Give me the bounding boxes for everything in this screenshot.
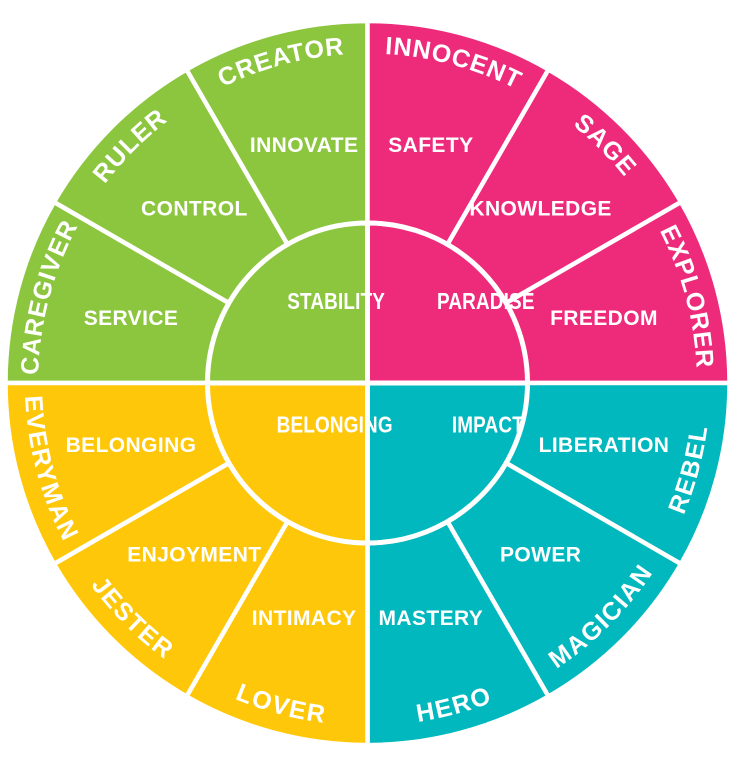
value-label-safety: SAFETY [388, 134, 473, 157]
value-label-liberation: LIBERATION [539, 434, 670, 457]
core-label-paradise: PARADISE [437, 289, 535, 314]
value-label-mastery: MASTERY [379, 607, 484, 630]
core-label-layer: STABILITY PARADISE IMPACT BELONGING [277, 289, 535, 438]
wheel-core-impact[interactable] [365, 380, 530, 546]
core-label-stability: STABILITY [287, 289, 385, 314]
value-label-freedom: FREEDOM [550, 307, 658, 330]
wheel-core-stability[interactable] [205, 220, 370, 386]
value-label-innovate: INNOVATE [250, 134, 359, 157]
sector-layer [3, 18, 732, 748]
core-label-belonging: BELONGING [277, 413, 393, 438]
value-label-belonging: BELONGING [66, 434, 197, 457]
value-label-power: POWER [500, 544, 581, 567]
value-label-knowledge: KNOWLEDGE [469, 197, 611, 220]
core-label-impact: IMPACT [452, 413, 524, 438]
value-label-control: CONTROL [141, 197, 248, 220]
core-layer [205, 220, 530, 546]
value-label-layer: SERVICE CONTROL INNOVATE SAFETY KNOWLEDGE FRE… [66, 134, 670, 630]
wheel-core-belonging[interactable] [205, 380, 370, 546]
value-label-enjoyment: ENJOYMENT [127, 544, 261, 567]
value-label-service: SERVICE [84, 307, 179, 330]
value-label-intimacy: INTIMACY [252, 607, 357, 630]
wheel-core-paradise[interactable] [365, 220, 530, 386]
